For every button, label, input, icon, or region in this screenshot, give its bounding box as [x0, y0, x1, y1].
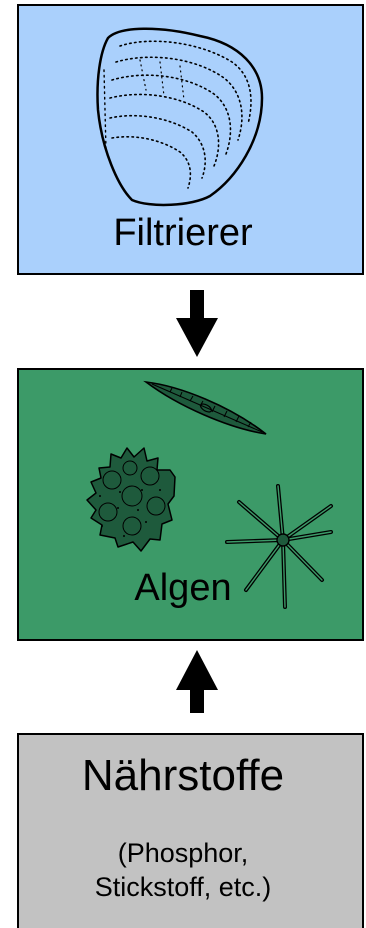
pediastrum-colony-icon [87, 448, 175, 551]
subtitle-line-1: (Phosphor, [0, 836, 366, 870]
arrow-up-icon [176, 650, 218, 713]
pennate-diatom-icon [146, 382, 266, 434]
filtrierer-label: Filtrierer [0, 211, 366, 255]
subtitle-line-2: Stickstoff, etc.) [0, 870, 366, 904]
mussel-shell-icon [97, 29, 262, 205]
algen-label: Algen [0, 566, 366, 610]
arrow-down-icon [176, 290, 218, 357]
naehrstoffe-label: Nährstoffe [0, 748, 366, 804]
naehrstoffe-subtitle: (Phosphor, Stickstoff, etc.) [0, 836, 366, 904]
